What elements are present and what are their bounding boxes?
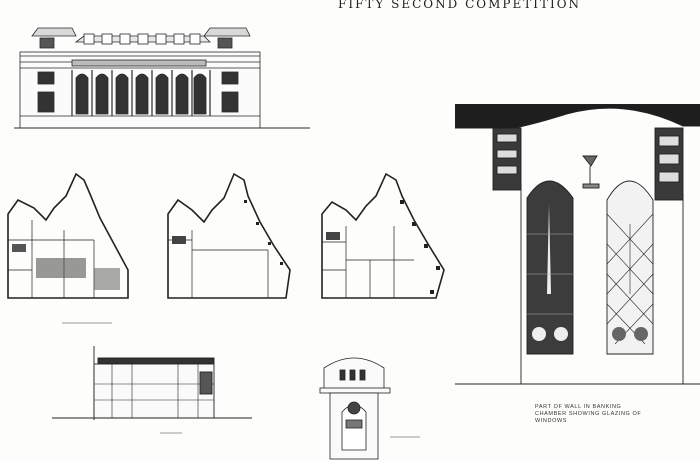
floor-plan-first	[164, 170, 296, 302]
wall-detail-caption: PART OF WALL IN BANKING CHAMBER SHOWING …	[535, 404, 655, 425]
caption-line-2: CHAMBER SHOWING GLAZING OF	[535, 411, 642, 417]
sheet-title: FIFTY SECOND COMPETITION	[338, 0, 582, 11]
floor-plan-upper	[318, 170, 450, 302]
caption-line-1: PART OF WALL IN BANKING	[535, 404, 622, 410]
longitudinal-section	[52, 344, 262, 426]
caption-line-3: WINDOWS	[535, 418, 568, 424]
entrance-detail	[316, 350, 396, 460]
front-elevation	[14, 22, 314, 134]
wall-detail-banking-chamber	[455, 104, 700, 394]
floor-plan-ground	[4, 170, 134, 302]
entrance-caption-mark	[390, 436, 420, 438]
plan-1-caption-mark	[62, 322, 112, 324]
section-caption-mark	[160, 432, 182, 434]
